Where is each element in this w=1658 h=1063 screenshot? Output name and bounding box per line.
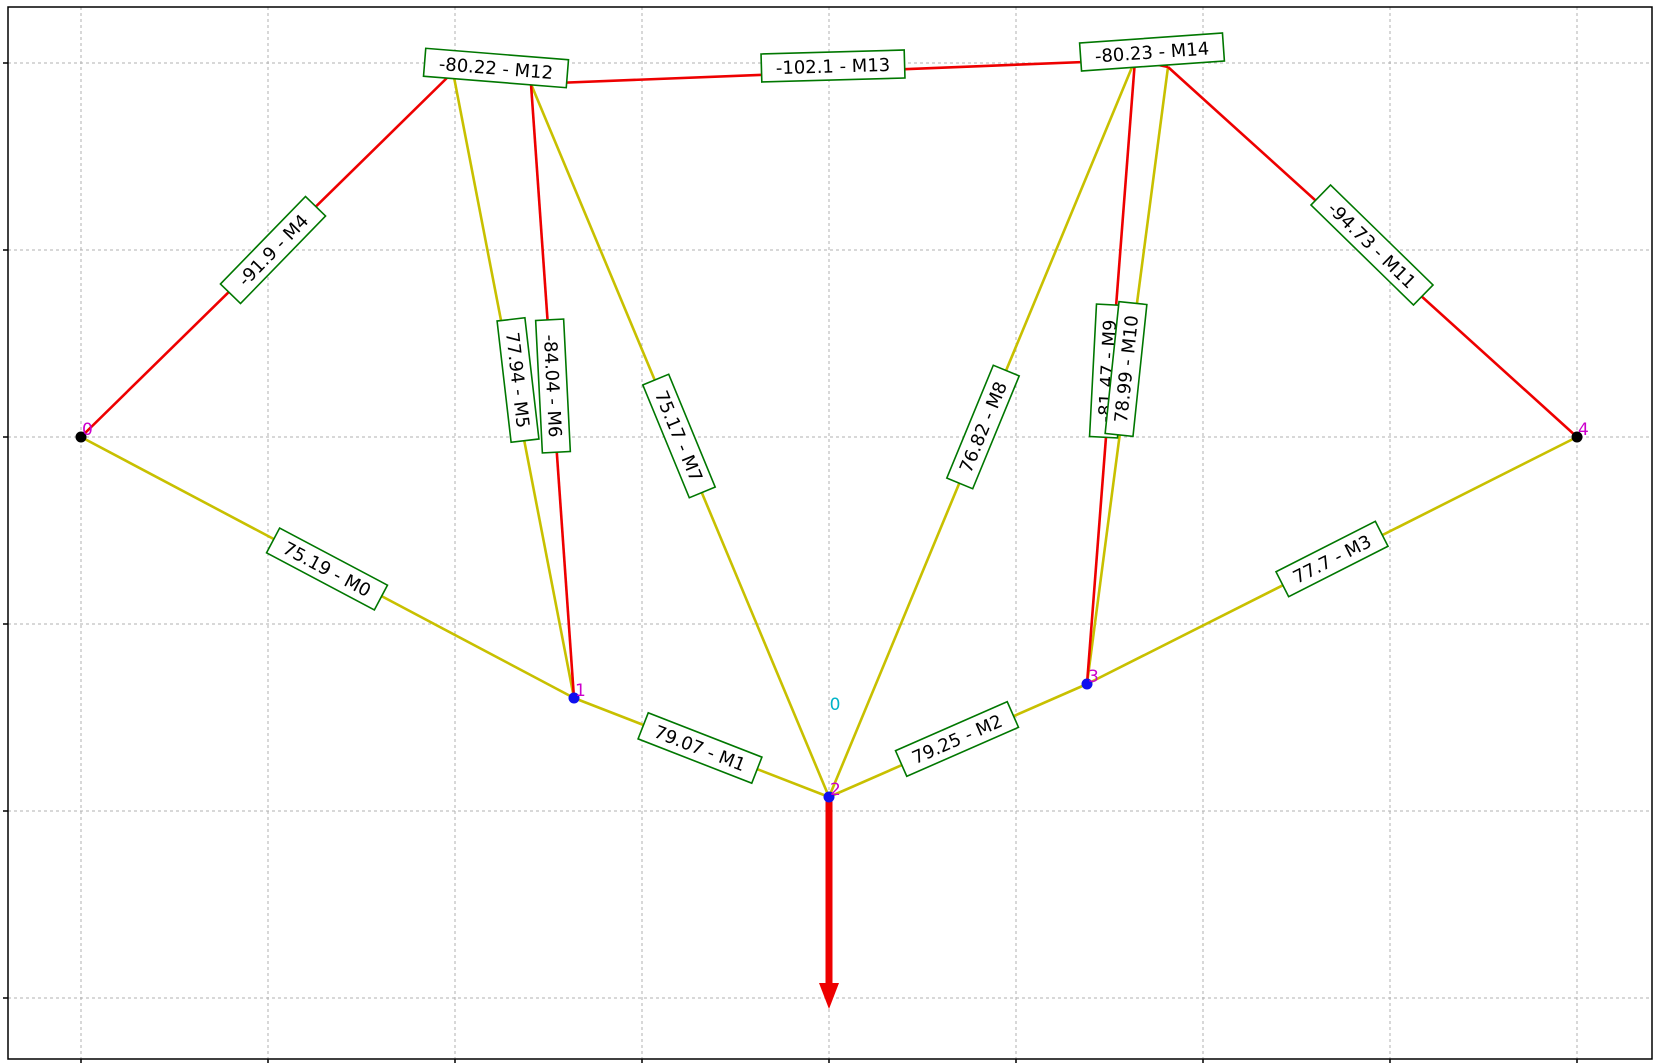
node-3-marker xyxy=(1081,678,1093,690)
member-label-box xyxy=(265,527,389,611)
node-4-id-label: 4 xyxy=(1578,420,1589,440)
node-0-marker xyxy=(75,431,87,443)
member-label-m3: 77.7 - M3 xyxy=(1274,520,1390,598)
member-label-m5: 77.94 - M5 xyxy=(496,316,540,444)
plot-frame xyxy=(7,6,1653,1060)
member-label-text: -91.9 - M4 xyxy=(234,211,313,291)
member-label-text: -94.73 - M11 xyxy=(1323,198,1420,293)
member-label-box xyxy=(641,373,717,499)
member-label-box xyxy=(894,700,1020,778)
member-label-box xyxy=(219,195,327,305)
node-0-id-label: 0 xyxy=(82,420,93,440)
member-label-m8: 76.82 - M8 xyxy=(945,364,1021,490)
member-label-m6: -84.04 - M6 xyxy=(534,318,572,454)
member-label-box xyxy=(945,364,1021,490)
member-label-m13: -102.1 - M13 xyxy=(760,49,906,83)
member-label-box xyxy=(1078,32,1226,72)
member-label-box xyxy=(1104,300,1148,438)
member-label-box xyxy=(760,49,906,83)
node-4-marker xyxy=(1571,431,1583,443)
load-arrow-shaft xyxy=(825,797,833,985)
member-label-m11: -94.73 - M11 xyxy=(1309,183,1435,307)
member-label-m1: 79.07 - M1 xyxy=(637,711,763,785)
loads: 0 xyxy=(819,695,840,1009)
member-label-box xyxy=(1274,520,1390,598)
nodes: 0 1 2 3 4 xyxy=(75,420,1589,803)
member-label-box xyxy=(422,47,570,89)
member-label-m10: 78.99 - M10 xyxy=(1104,300,1148,438)
member-label-m12: -80.22 - M12 xyxy=(422,47,570,89)
member-labels: 75.19 - M0 79.07 - M1 79.25 - M2 77.7 - M3 -… xyxy=(219,32,1435,785)
node-3-id-label: 3 xyxy=(1088,667,1099,687)
member-label-box xyxy=(1309,183,1435,307)
member-label-box xyxy=(534,318,572,454)
node-1-id-label: 1 xyxy=(575,681,586,701)
load-arrow-head xyxy=(819,983,839,1009)
member-label-m2: 79.25 - M2 xyxy=(894,700,1020,778)
member-label-box xyxy=(637,711,763,785)
member-label-m0: 75.19 - M0 xyxy=(265,527,389,611)
axes-frame xyxy=(3,6,1653,1063)
member-label-m14: -80.23 - M14 xyxy=(1078,32,1226,72)
node-2-id-label: 2 xyxy=(830,780,841,800)
member-label-text: -84.04 - M6 xyxy=(539,334,565,438)
node-2-marker xyxy=(823,791,835,803)
member-label-text: -102.1 - M13 xyxy=(776,55,891,79)
member-label-m7: 75.17 - M7 xyxy=(641,373,717,499)
node-1-marker xyxy=(568,692,580,704)
member-label-box xyxy=(496,316,540,444)
load-label: 0 xyxy=(830,695,841,715)
